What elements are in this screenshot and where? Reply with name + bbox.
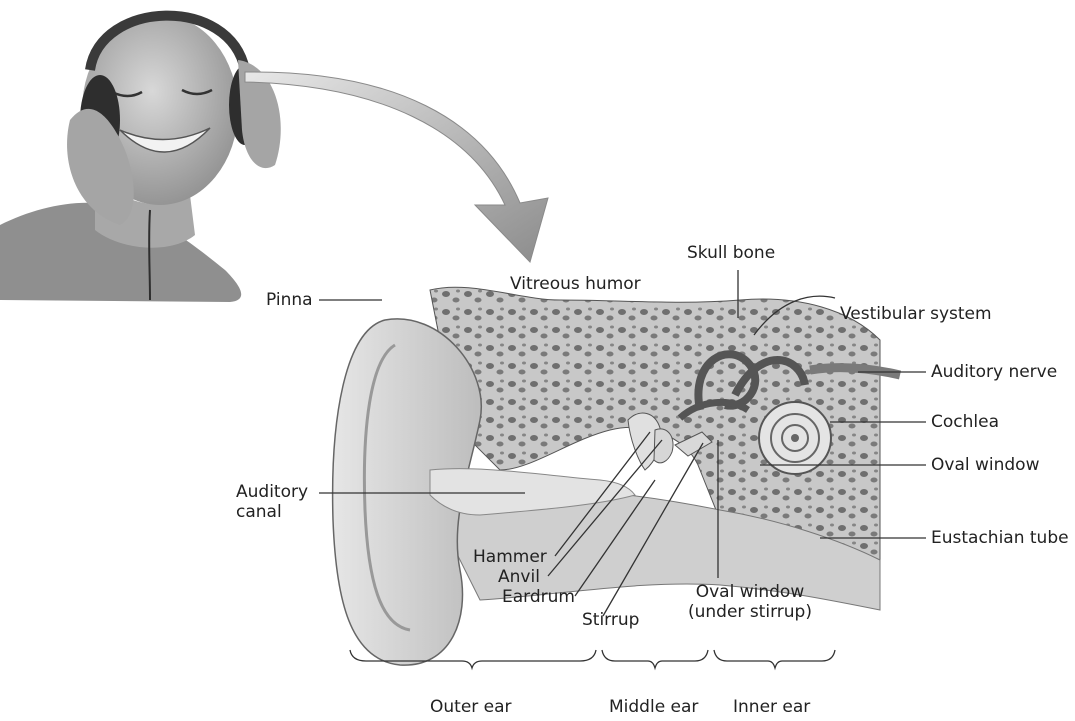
label-oval-window-under-stirrup: Oval window (under stirrup) [688,582,812,622]
label-oval-window: Oval window [931,455,1039,475]
region-label-inner-ear: Inner ear [733,697,810,717]
label-vitreous-humor: Vitreous humor [510,274,641,294]
region-label-middle-ear: Middle ear [609,697,698,717]
label-auditory-canal-line1: Auditory [236,482,308,502]
label-eustachian-tube: Eustachian tube [931,528,1069,548]
label-skull-bone: Skull bone [687,243,775,263]
label-stirrup: Stirrup [582,610,639,630]
brace-middle-ear [602,650,708,668]
label-vestibular-system: Vestibular system [840,304,992,324]
label-pinna: Pinna [266,290,313,310]
label-oval-window-under-line2: (under stirrup) [688,602,812,622]
label-oval-window-under-line1: Oval window [688,582,812,602]
label-auditory-nerve: Auditory nerve [931,362,1057,382]
headphone-cable [149,210,150,300]
label-eardrum: Eardrum [502,587,575,607]
label-hammer: Hammer [473,547,547,567]
label-auditory-canal-line2: canal [236,502,308,522]
curved-arrow [245,72,548,262]
person-with-headphones-illustration [0,15,281,302]
brace-inner-ear [714,650,835,668]
label-cochlea: Cochlea [931,412,999,432]
region-label-outer-ear: Outer ear [430,697,512,717]
label-anvil: Anvil [498,567,540,587]
label-auditory-canal: Auditory canal [236,482,308,522]
